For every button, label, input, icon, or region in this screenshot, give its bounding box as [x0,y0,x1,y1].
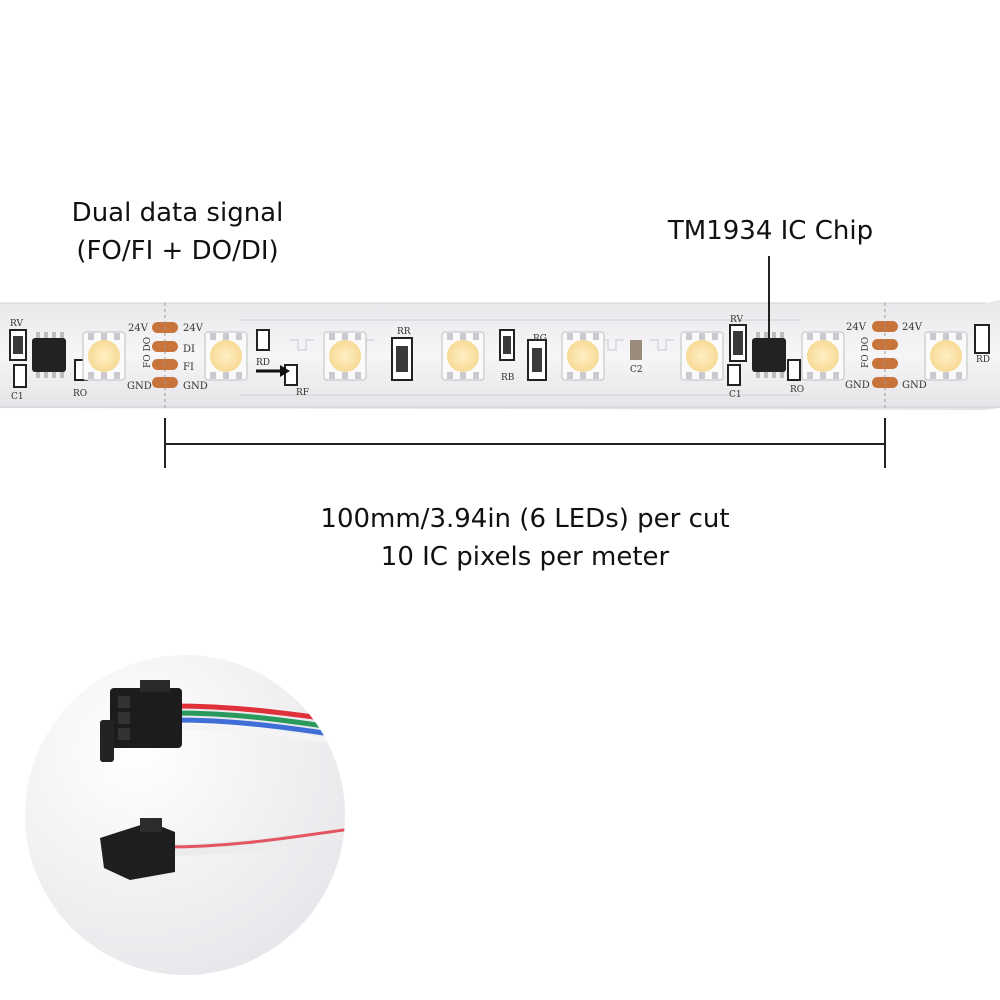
led-5050 [561,331,605,381]
pad-label-di: DI [183,344,195,355]
jst-connector-male [100,818,175,880]
pad-label-24v-right: 24V [846,322,867,333]
led-group [82,331,968,381]
smd-components [9,324,990,388]
single-wire [159,826,345,856]
pixels-per-meter-text: 10 IC pixels per meter [380,542,670,572]
dual-data-signal-label: Dual data signal (FO/FI + DO/DI) [40,194,315,270]
ic-chip-label: TM1934 IC Chip [667,216,874,246]
pad-label-gnd-right: GND [845,380,870,391]
ic-chip-tm1934 [752,332,786,378]
pad-label-fo-do: FO DO [143,337,153,368]
label-rd-right: RD [976,355,990,365]
cut-length-label: 100mm/3.94in (6 LEDs) per cut 10 IC pixe… [275,500,775,576]
label-c1-right: C1 [729,390,742,400]
led-5050 [924,331,968,381]
led-5050 [801,331,845,381]
dual-signal-line-2: (FO/FI + DO/DI) [76,236,279,266]
pad-label-24v-far: 24V [902,322,923,333]
label-rb: RB [501,373,515,383]
cut-length-text: 100mm/3.94in (6 LEDs) per cut [320,504,730,534]
pad-label-gnd-right-side: GND [183,381,208,392]
label-rg: RG [533,334,547,344]
pad-label-24v-right-side: 24V [183,323,204,334]
pad-label-gnd-left: GND [127,381,152,392]
jst-connector-female [100,680,182,762]
solder-pads-right [872,321,898,388]
led-5050 [323,331,367,381]
label-rr: RR [397,327,411,337]
led-5050 [680,331,724,381]
led-5050 [441,331,485,381]
label-c1-left: C1 [11,392,24,402]
label-rd: RD [256,358,270,368]
led-5050 [204,331,248,381]
label-rv-left: RV [10,319,23,329]
label-ro-right: RO [790,385,804,395]
dual-signal-line-1: Dual data signal [71,198,284,228]
dimension-marker [164,418,886,468]
pad-label-fo-do-right: FO DO [861,337,871,368]
pad-label-fi: FI [183,362,194,373]
connector-inset [25,655,345,975]
label-c2: C2 [630,365,643,375]
label-rf: RF [296,388,309,398]
pad-label-24v-left: 24V [128,323,149,334]
label-ro-left: RO [73,389,87,399]
led-5050 [82,331,126,381]
label-rv-right: RV [730,315,743,325]
pad-label-gnd-far: GND [902,380,927,391]
ic-chip-left [32,332,66,378]
